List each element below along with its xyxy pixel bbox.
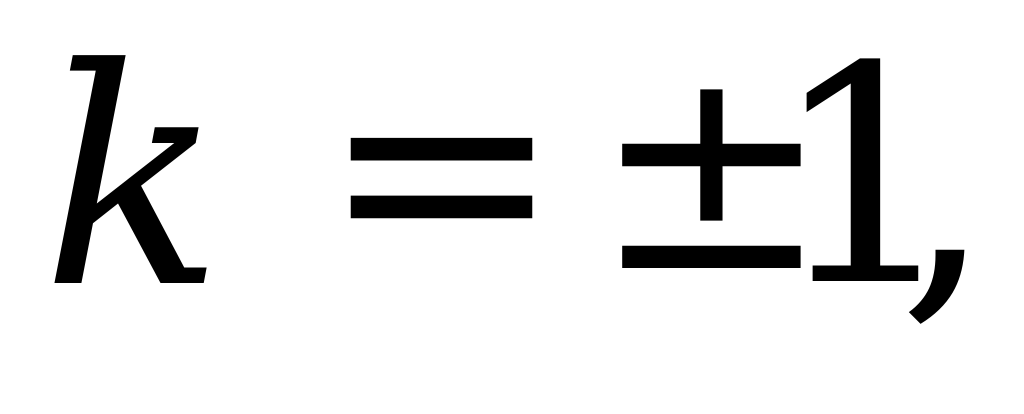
- formula-value: 1: [770, 3, 961, 352]
- formula-trailing-comma: ,: [898, 5, 994, 354]
- formula-equals-sign: =: [320, 1, 563, 338]
- formula-variable: k: [42, 5, 224, 354]
- formula-plus-minus-sign: ±: [592, 4, 831, 336]
